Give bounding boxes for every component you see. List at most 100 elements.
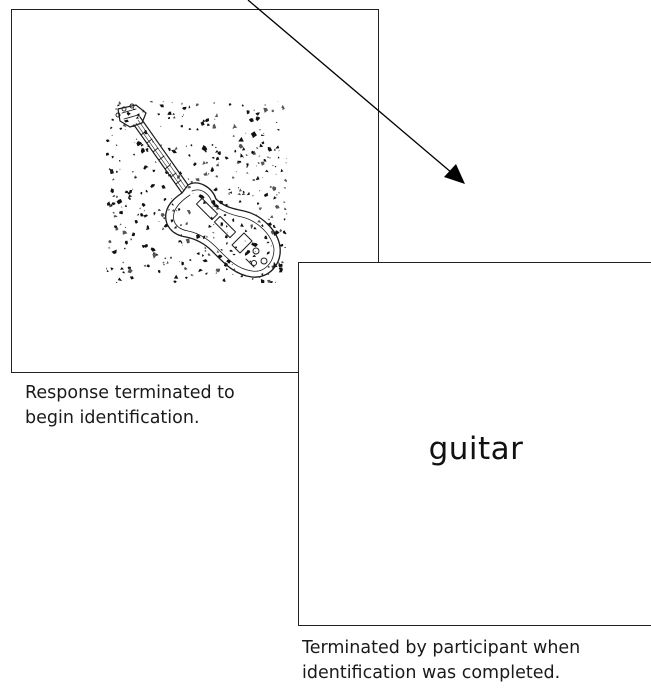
noise-speck [162, 101, 164, 103]
noise-speck [256, 147, 259, 149]
noise-speck [189, 259, 192, 262]
noise-speck [152, 169, 156, 173]
noise-speck [108, 246, 111, 249]
noise-speck [149, 101, 153, 103]
noise-speck [182, 106, 187, 110]
noise-speck [248, 118, 254, 123]
noise-speck [242, 156, 244, 158]
noise-speck [115, 195, 119, 198]
noise-speck [173, 116, 176, 119]
noise-speck [188, 154, 191, 157]
noise-speck [207, 123, 211, 127]
noise-speck [188, 128, 192, 130]
noise-speck [123, 247, 126, 250]
noise-speck [272, 224, 276, 228]
noise-speck [202, 200, 207, 204]
noise-speck [205, 161, 209, 164]
noise-speck [167, 116, 170, 120]
noise-speck [179, 223, 182, 227]
noise-speck [236, 161, 241, 164]
noise-speck [195, 178, 200, 182]
noise-speck [143, 165, 147, 170]
noise-speck [162, 261, 165, 264]
noise-speck [237, 192, 242, 196]
noise-speck [111, 202, 116, 206]
noise-speck [228, 192, 231, 194]
noise-speck [257, 162, 260, 165]
noise-speck [144, 264, 147, 267]
noise-speck [281, 104, 285, 108]
noise-speck [131, 232, 135, 237]
noise-speck [213, 223, 215, 226]
noise-speck [251, 150, 255, 155]
noise-speck [222, 278, 226, 282]
noise-speck [190, 274, 193, 276]
noise-speck [106, 267, 107, 270]
noise-speck [181, 116, 184, 118]
noise-speck [187, 186, 192, 189]
noise-speck [241, 193, 246, 195]
noise-speck [159, 104, 164, 108]
noise-speck [238, 136, 244, 142]
noise-speck [195, 103, 199, 107]
noise-speck [264, 169, 269, 173]
noise-speck [134, 141, 136, 143]
noise-speck [272, 186, 277, 192]
noise-speck [106, 152, 110, 156]
noise-speck [214, 204, 220, 208]
noise-speck [167, 147, 171, 152]
noise-speck [202, 160, 206, 165]
noise-speck [277, 128, 280, 131]
noise-speck [223, 214, 227, 217]
noise-speck [284, 178, 287, 182]
noise-speck [214, 146, 217, 149]
noise-speck [267, 147, 273, 152]
noise-speck [262, 177, 264, 178]
noise-speck [184, 266, 188, 271]
noise-speck [201, 253, 205, 257]
noise-speck [110, 188, 114, 194]
noise-speck [240, 275, 244, 278]
noise-speck [284, 246, 286, 249]
noise-speck [246, 165, 248, 168]
noise-speck [118, 101, 122, 105]
noise-speck [275, 145, 280, 149]
noise-speck [275, 173, 277, 175]
noise-speck [145, 189, 148, 193]
noise-speck [111, 118, 114, 121]
noise-speck [266, 251, 270, 255]
noise-speck [208, 173, 210, 175]
noise-speck [212, 206, 214, 208]
noise-speck [196, 252, 200, 255]
noise-speck [136, 213, 140, 216]
response-caption-line: identification was completed. [302, 663, 561, 683]
noise-speck [161, 227, 165, 231]
noise-speck [118, 160, 121, 162]
noise-speck [271, 109, 274, 113]
noise-speck [173, 225, 177, 229]
noise-speck [285, 213, 288, 215]
noise-speck [278, 267, 283, 273]
noise-speck [203, 172, 208, 176]
noise-speck [264, 235, 268, 240]
noise-speck [130, 238, 133, 241]
noise-speck [155, 161, 157, 163]
noise-speck [241, 147, 246, 151]
noise-speck [260, 161, 265, 166]
noise-speck [150, 184, 155, 188]
noise-speck [253, 242, 255, 244]
noise-speck [224, 235, 228, 239]
noise-speck [237, 187, 240, 189]
noise-speck [112, 178, 115, 181]
noise-speck [216, 163, 220, 167]
noise-speck [185, 238, 190, 244]
noise-speck [276, 121, 278, 124]
noise-speck [283, 187, 286, 189]
noise-speck [205, 272, 208, 275]
noise-speck [164, 257, 166, 260]
noise-speck [213, 102, 215, 104]
noise-speck [185, 221, 188, 226]
noise-speck [263, 107, 268, 113]
noise-speck [119, 127, 123, 130]
noise-speck [270, 281, 273, 283]
